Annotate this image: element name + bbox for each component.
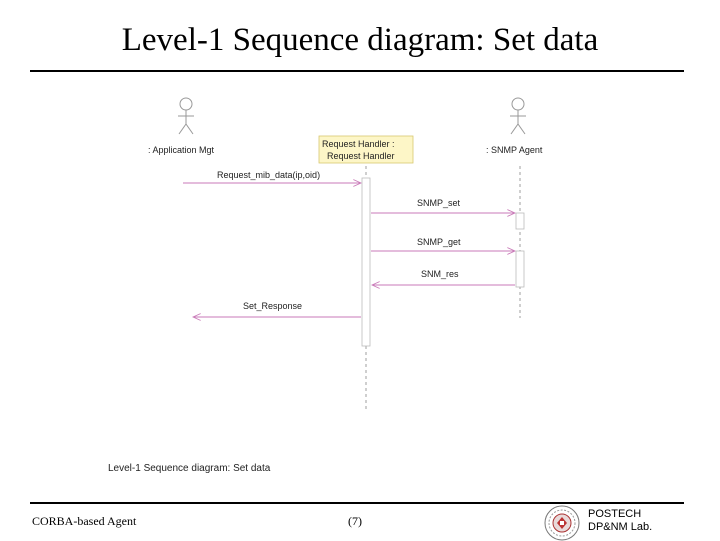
lifeline-label-request-handler-line2: Request Handler xyxy=(327,151,395,161)
activation-snmp-agent-set xyxy=(515,212,525,230)
footer-page-number: (7) xyxy=(348,514,362,528)
lifeline-label-request-handler-line1: Request Handler : xyxy=(322,139,395,149)
snmp-agent-actor-icon xyxy=(510,97,526,135)
message-label-set-response: Set_Response xyxy=(243,301,302,311)
activation-request-handler xyxy=(361,177,371,347)
application-mgt-actor-icon xyxy=(178,97,194,135)
request-handler-box xyxy=(318,135,414,164)
message-label-request-mib-data: Request_mib_data(ip,oid) xyxy=(217,170,320,180)
footer-lab-line1: POSTECH xyxy=(588,508,642,520)
diagram-caption: Level-1 Sequence diagram: Set data xyxy=(108,463,271,474)
lifeline-label-application-mgt: : Application Mgt xyxy=(148,145,215,155)
message-label-snm-res: SNM_res xyxy=(421,269,459,279)
activation-snmp-agent-get xyxy=(515,250,525,288)
title-divider xyxy=(30,70,684,72)
postech-logo-icon xyxy=(544,505,580,541)
lifeline-label-snmp-agent: : SNMP Agent xyxy=(486,145,543,155)
footer-lab-line2: DP&NM Lab. xyxy=(588,521,653,533)
footer-divider xyxy=(30,502,684,504)
footer-lab-name: POSTECH DP&NM Lab. xyxy=(588,508,652,534)
message-label-snmp-set: SNMP_set xyxy=(417,198,461,208)
message-label-snmp-get: SNMP_get xyxy=(417,237,461,247)
slide-title: Level-1 Sequence diagram: Set data xyxy=(121,22,599,58)
footer-course-name: CORBA-based Agent xyxy=(32,514,137,528)
